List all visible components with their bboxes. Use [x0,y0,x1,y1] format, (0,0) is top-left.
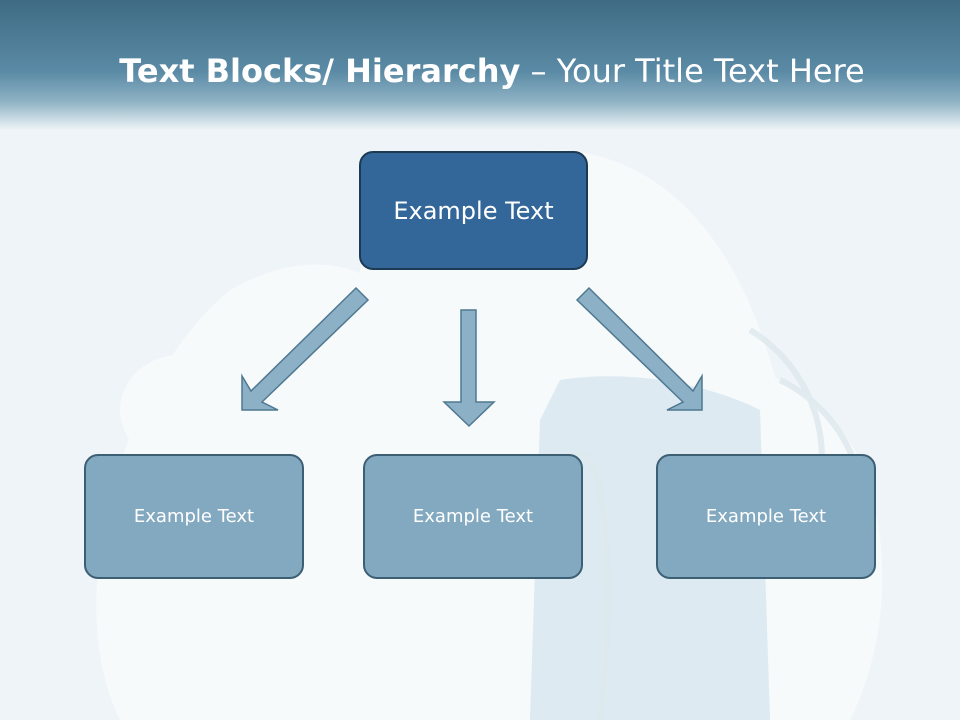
child-node-label: Example Text [412,506,534,527]
child-node-middle: Example Text [363,454,583,579]
top-node-label: Example Text [393,196,554,225]
child-node-label: Example Text [705,506,827,527]
title-bold-part: Text Blocks/ Hierarchy [119,52,521,90]
title-rest-part: – Your Title Text Here [520,52,865,90]
top-node-box: Example Text [359,151,588,270]
child-node-right: Example Text [656,454,876,579]
arrow-to-left [241,286,370,411]
arrow-to-right [575,286,703,411]
slide-title: Text Blocks/ Hierarchy – Your Title Text… [0,52,960,90]
arrow-to-middle [442,309,496,428]
title-bar [0,0,960,130]
child-node-label: Example Text [133,506,255,527]
child-node-left: Example Text [84,454,304,579]
